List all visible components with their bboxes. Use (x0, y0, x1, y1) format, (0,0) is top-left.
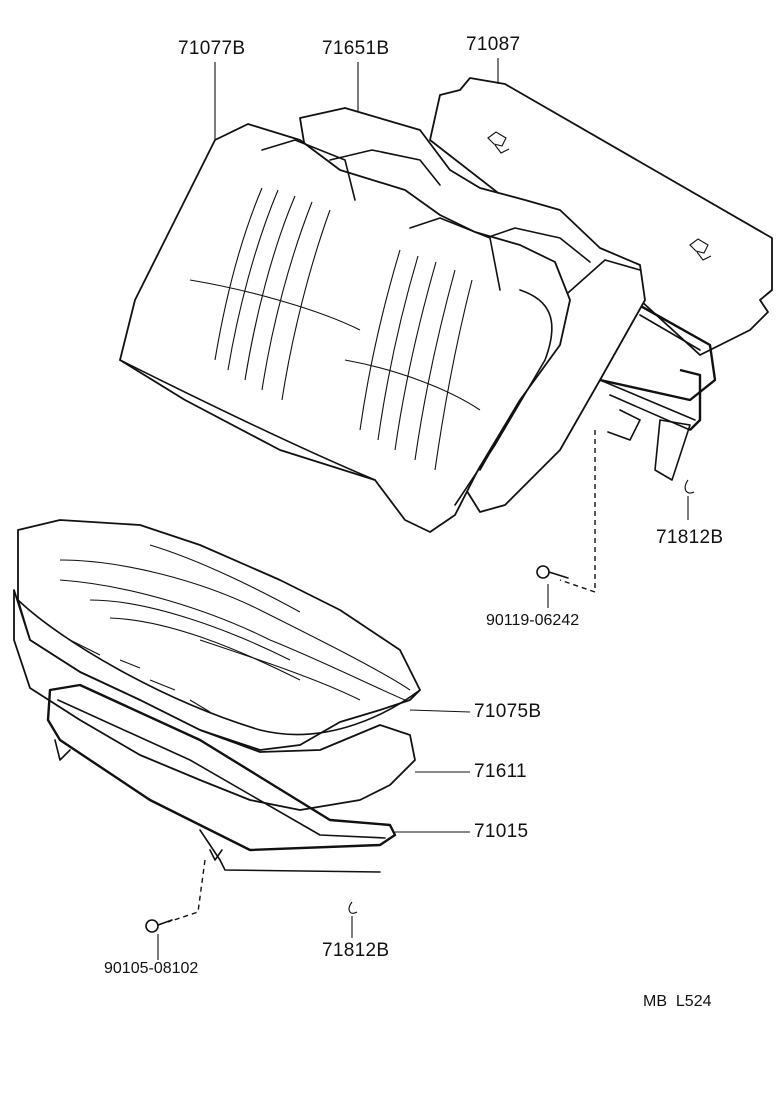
back-board-71087 (429, 77, 773, 356)
bolt-90119-06242 (536, 430, 596, 608)
bolt-90105-08102 (145, 859, 206, 960)
seat-cushion-frame-71015 (46, 683, 397, 873)
lower-leader-lines (348, 709, 471, 938)
part-label-71075b: 71075B (474, 701, 542, 722)
part-label-71015: 71015 (474, 821, 529, 842)
seat-back-frame (599, 298, 717, 481)
part-label-71611: 71611 (474, 761, 527, 782)
seat-cushion-pad-71611 (13, 589, 416, 811)
part-label-71812b-upper: 71812B (656, 527, 724, 548)
part-label-90119-06242: 90119-06242 (486, 612, 580, 629)
upper-leader-lines (214, 58, 695, 520)
seat-back-cover-71077B (119, 123, 571, 533)
part-label-71077b: 71077B (178, 38, 246, 59)
part-label-71651b: 71651B (322, 38, 390, 59)
diagram-code: MB L524 (643, 993, 712, 1010)
part-label-71087: 71087 (466, 34, 521, 55)
part-label-90105-08102: 90105-08102 (104, 960, 199, 977)
part-label-71812b-lower: 71812B (322, 940, 390, 961)
